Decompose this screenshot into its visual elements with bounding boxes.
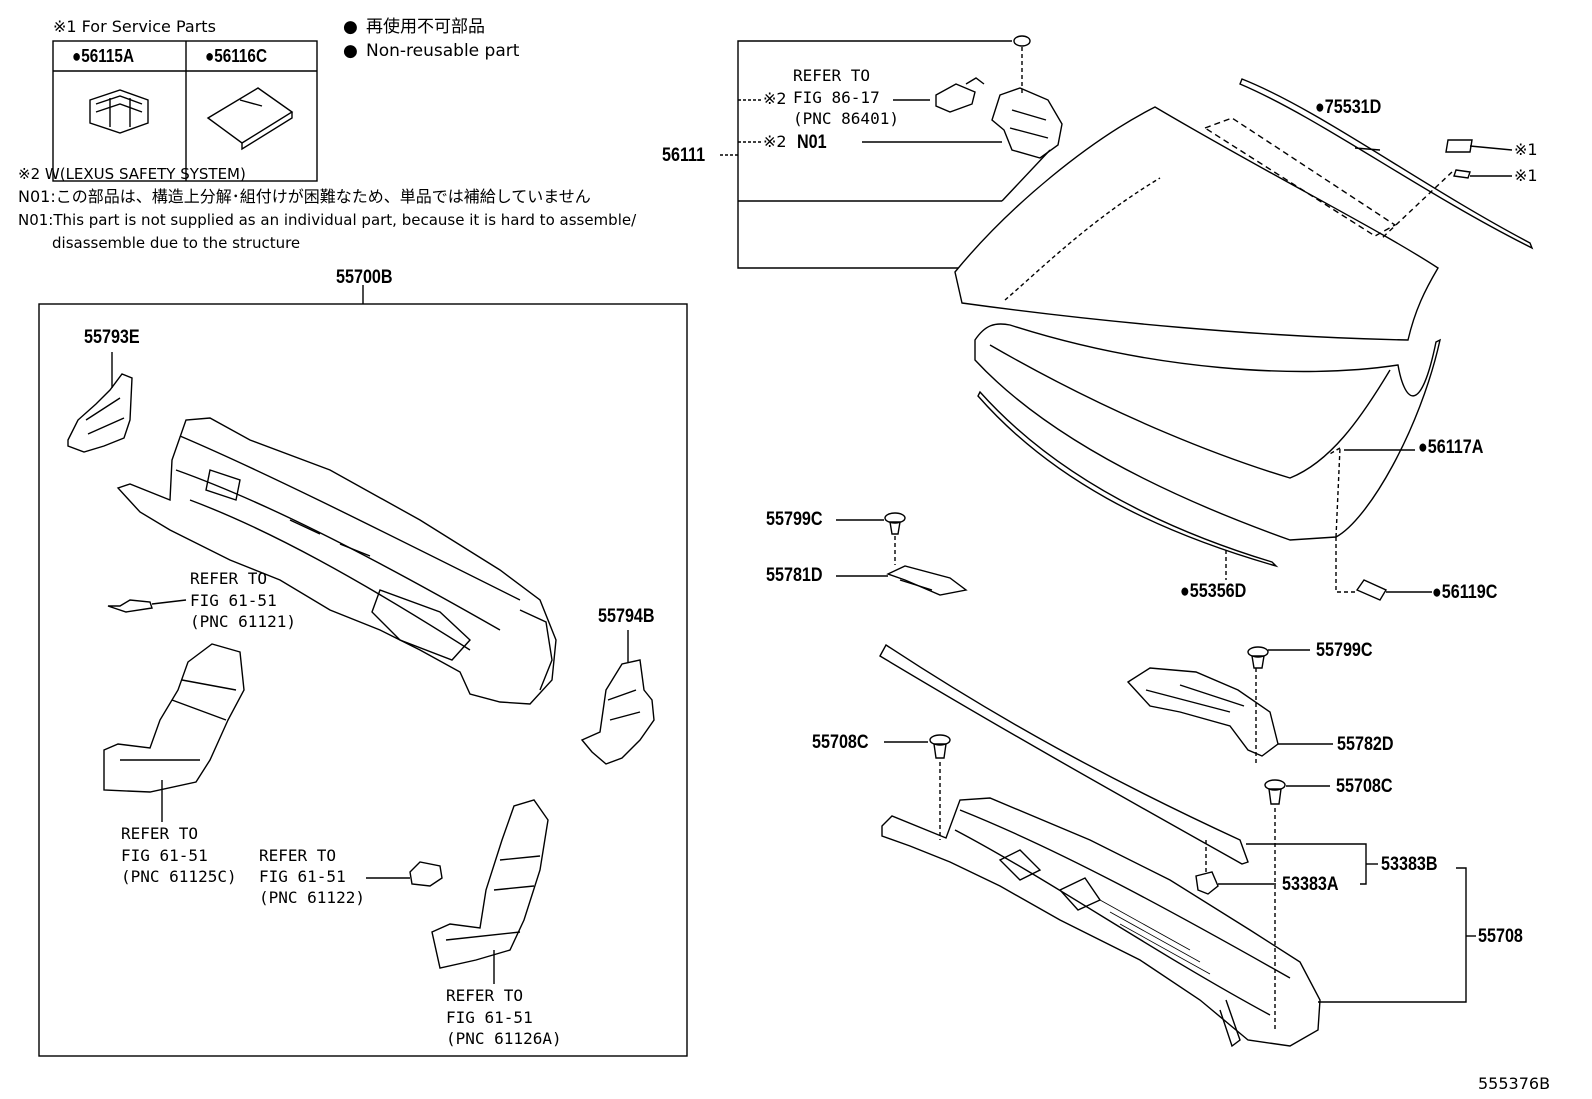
part-55799c-upper: 55799C	[766, 509, 823, 530]
assembly-55700b-frame	[38, 303, 688, 1057]
part-55708: 55708	[1478, 926, 1523, 947]
ref-61121-fig: FIG 61-51	[190, 591, 277, 610]
part-56117a: ●56117A	[1418, 437, 1484, 458]
part-53383b: 53383B	[1381, 854, 1438, 875]
cowl-assembly-55700b	[67, 352, 655, 984]
ref-61122-refer: REFER TO	[259, 846, 337, 865]
part-55708c-right: 55708C	[1336, 776, 1393, 797]
part-55794b: 55794B	[598, 606, 655, 627]
ref-61126-fig: FIG 61-51	[446, 1008, 533, 1027]
seal-55782d	[1126, 667, 1333, 764]
n01-en-note-2: disassemble due to the structure	[52, 234, 301, 252]
part-55793e: 55793E	[84, 327, 140, 348]
ref-61121-pnc: (PNC 61121)	[190, 612, 296, 631]
cowl-top-55708	[881, 797, 1321, 1048]
ref-61125-refer: REFER TO	[121, 824, 199, 843]
nonreusable-bullet-2: ●	[343, 41, 358, 61]
part-55356d: ●55356D	[1180, 581, 1247, 602]
part-53383a: 53383A	[1282, 874, 1339, 895]
ref-61125-fig: FIG 61-51	[121, 846, 208, 865]
strip-75531d	[1239, 78, 1534, 250]
service-part-56115a-label: ●56115A	[72, 46, 134, 66]
part-55708c-left: 55708C	[812, 732, 869, 753]
ref-61125-pnc: (PNC 61125C)	[121, 867, 237, 886]
nonreusable-jp-label: 再使用不可部品	[366, 17, 485, 37]
part-55782d: 55782D	[1337, 734, 1394, 755]
ref-61121-refer: REFER TO	[190, 569, 268, 588]
ref-61122-pnc: (PNC 61122)	[259, 888, 365, 907]
n01-jp-note: N01:この部品は、構造上分解･組付けが困難なため、単品では補給していません	[18, 187, 591, 206]
clip-55708c-left	[884, 734, 951, 840]
lexus-note: ※2 W(LEXUS SAFETY SYSTEM)	[18, 165, 246, 183]
pad-56116c-illustration	[206, 87, 294, 151]
weatherstrip-53383	[879, 643, 1476, 1003]
service-mark-1a: ※1	[1514, 140, 1538, 159]
service-mark-1b: ※1	[1514, 166, 1538, 185]
camera-bracket-frame	[720, 35, 1063, 269]
part-56119c: ●56119C	[1432, 582, 1498, 603]
part-55781d: 55781D	[766, 565, 823, 586]
nonreusable-bullet: ●	[343, 17, 358, 37]
lower-glass	[974, 323, 1442, 541]
part-56111: 56111	[662, 145, 706, 166]
molding-55356d	[977, 390, 1279, 568]
part-75531d: ●75531D	[1315, 97, 1382, 118]
lexus-mark-2a: ※2	[763, 89, 787, 108]
nonreusable-en-label: Non-reusable part	[366, 41, 520, 61]
service-parts-note: ※1 For Service Parts	[53, 17, 216, 36]
windshield-glass	[954, 106, 1439, 341]
ref-86-fig: FIG 86-17	[793, 88, 880, 107]
clip-55708c-right	[1264, 779, 1330, 1030]
ref-61126-pnc: (PNC 61126A)	[446, 1029, 562, 1048]
clip-55799c-lower	[1247, 646, 1310, 669]
part-55799c-lower: 55799C	[1316, 640, 1373, 661]
figure-id: 555376B	[1478, 1074, 1551, 1093]
lexus-mark-2b: ※2	[763, 132, 787, 151]
clip-55799c-upper	[836, 512, 906, 565]
service-part-56116c-label: ●56116C	[205, 46, 267, 66]
part-55700b: 55700B	[336, 267, 393, 288]
service-parts-table	[52, 40, 318, 182]
ref-86-pnc: (PNC 86401)	[793, 109, 899, 128]
seal-55781d	[836, 565, 968, 596]
clip-56115a-illustration	[89, 89, 149, 134]
n01-en-note-1: N01:This part is not supplied as an indi…	[18, 211, 637, 229]
ref-61126-refer: REFER TO	[446, 986, 524, 1005]
n01-label: N01	[797, 132, 827, 153]
ref-86-refer: REFER TO	[793, 66, 871, 85]
ref-61122-fig: FIG 61-51	[259, 867, 346, 886]
